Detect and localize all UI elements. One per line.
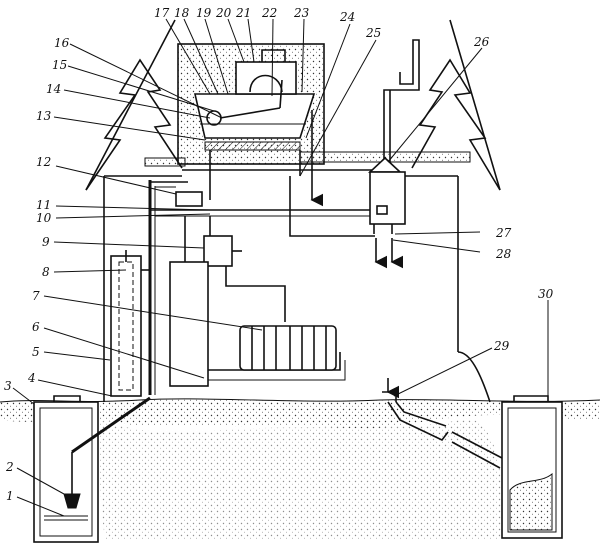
callout-25: 25 [365, 26, 381, 40]
leader-lines [12, 18, 549, 517]
callout-28: 28 [495, 247, 512, 261]
callout-9: 9 [42, 235, 50, 249]
callout-4: 4 [27, 371, 36, 385]
callout-12: 12 [36, 155, 51, 169]
radiator [239, 325, 337, 371]
callout-17: 17 [154, 6, 170, 20]
callout-13: 13 [36, 109, 52, 123]
callout-15: 15 [52, 58, 67, 72]
callout-16: 16 [54, 36, 70, 50]
water-heater-assembly [367, 39, 420, 269]
callout-30: 30 [538, 287, 554, 301]
distribution-pipes [150, 176, 375, 262]
callout-7: 7 [32, 289, 40, 303]
callout-8: 8 [42, 265, 50, 279]
supply-riser [148, 110, 324, 395]
callout-24: 24 [339, 10, 355, 24]
septic-pit [501, 395, 563, 539]
callout-18: 18 [174, 6, 190, 20]
heating-system [169, 235, 346, 387]
callout-labels: 1 2 3 4 5 6 7 8 9 10 11 12 13 14 15 16 1… [4, 6, 554, 503]
callout-20: 20 [215, 6, 232, 20]
callout-27: 27 [495, 226, 512, 240]
callout-22: 22 [261, 6, 277, 20]
callout-5: 5 [32, 345, 40, 359]
callout-14: 14 [46, 82, 61, 96]
callout-1: 1 [6, 489, 14, 503]
pressure-tank [110, 250, 150, 397]
callout-6: 6 [32, 320, 40, 334]
callout-29: 29 [493, 339, 510, 353]
callout-19: 19 [196, 6, 212, 20]
callout-2: 2 [5, 460, 14, 474]
callout-10: 10 [36, 211, 52, 225]
callout-11: 11 [36, 198, 51, 212]
ground [0, 398, 600, 540]
callout-3: 3 [4, 379, 12, 393]
callout-21: 21 [235, 6, 251, 20]
attic-tank-assembly [177, 43, 325, 165]
well [33, 395, 151, 543]
callout-23: 23 [293, 6, 310, 20]
callout-26: 26 [473, 35, 490, 49]
